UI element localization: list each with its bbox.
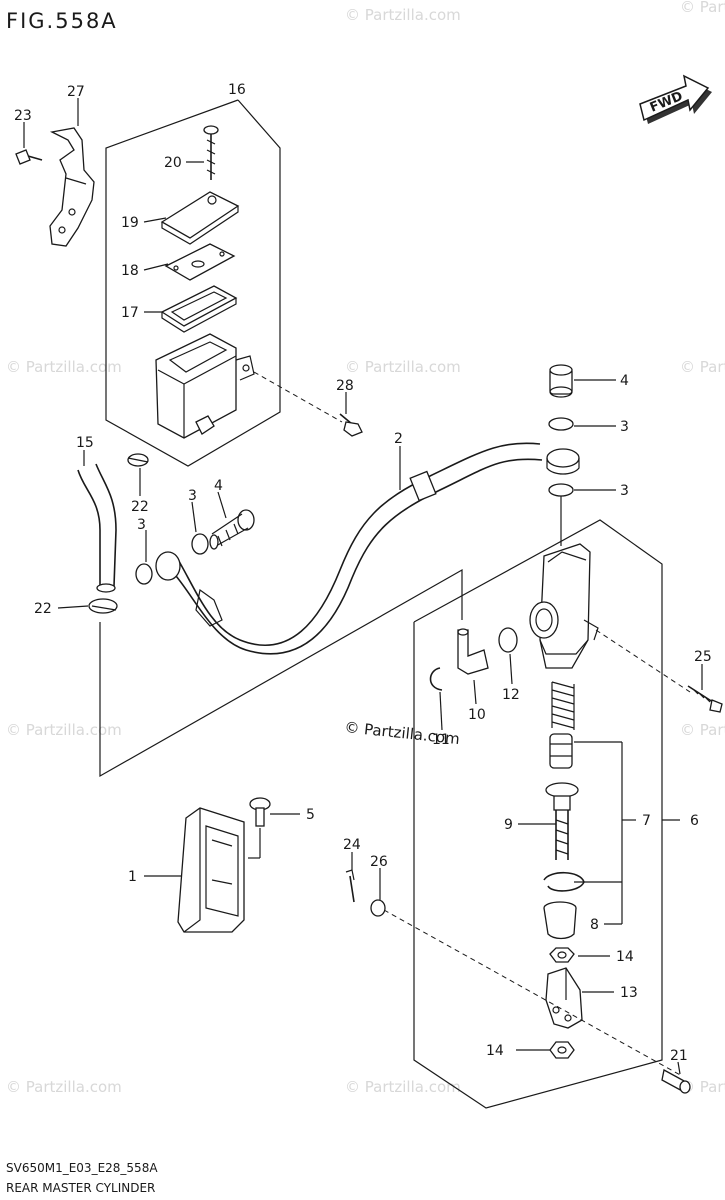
bracket-27 [49,127,95,247]
callout-3: 3 [188,488,197,504]
leader-dash [383,909,683,1077]
callout-15: 15 [76,435,94,451]
callout-9: 9 [504,817,513,833]
callout-27: 27 [67,84,85,100]
diaphragm-17 [160,285,238,333]
washer-3 [548,483,574,497]
watermark-layer: © Partzilla.com © Partzilla.com © Partzi… [6,0,725,1096]
clamp-22-lower [88,598,118,614]
nut-14 [549,1041,575,1059]
callout-10: 10 [468,707,486,723]
boot-8 [543,901,577,940]
leader-lines [23,98,703,1075]
watermark: © Partzilla.com [680,0,725,16]
callout-23: 23 [14,108,32,124]
banjo-fitting [546,448,580,475]
hose-15 [77,463,117,593]
washer-3 [191,533,209,555]
callout-11: 11 [432,732,450,748]
hose-routing-line [99,568,463,778]
nut-14 [549,947,575,963]
watermark: © Partzilla.com [680,358,725,376]
reservoir-body [155,333,255,439]
pin-21 [661,1069,691,1094]
watermark: © Partzilla.com [6,358,122,376]
bracket-6 [413,519,663,1109]
callout-26: 26 [370,854,388,870]
callout-21: 21 [670,1048,688,1064]
bolt-28 [339,413,363,437]
leader-dash [253,371,343,423]
watermark: © Partzilla.com [6,1078,122,1096]
center-copyright: © Partzilla.com [344,718,461,748]
callout-3: 3 [620,419,629,435]
cover-1 [177,807,245,933]
watermark: © Partzilla.com [345,1078,461,1096]
callout-6: 6 [690,813,699,829]
callout-19: 19 [121,215,139,231]
callout-14: 14 [616,949,634,965]
callout-8: 8 [590,917,599,933]
callout-24: 24 [343,837,361,853]
callout-4: 4 [214,478,223,494]
callout-labels: 27 16 23 20 19 18 17 28 4 3 2 15 3 3 4 2… [14,82,712,1064]
callout-4: 4 [620,373,629,389]
watermark: © Partzilla.com [345,6,461,24]
spring [551,681,575,730]
screw-5 [249,797,271,827]
cotter-pin-24 [345,869,355,903]
callout-22: 22 [131,499,149,515]
washer-26 [370,899,386,917]
callout-7: 7 [642,813,651,829]
bracket-16 [105,99,281,467]
union-bolt-4 [549,364,573,398]
clevis-13 [545,967,583,1029]
callout-5: 5 [306,807,315,823]
callout-1: 1 [128,869,137,885]
push-rod-9 [545,782,579,860]
watermark: © Partzilla.com [345,358,461,376]
clamp-22-upper [127,453,149,467]
callout-20: 20 [164,155,182,171]
figure-title: FIG.558A [6,9,118,33]
clip-11 [429,667,443,691]
callout-3: 3 [620,483,629,499]
washer-3 [548,417,574,431]
bolt-25 [687,685,723,713]
plate-18 [164,243,236,281]
fitting-10 [457,628,489,675]
model-code: SV650M1_E03_E28_558A [6,1161,158,1175]
union-bolt-4 [209,509,255,550]
leader-dash [595,629,691,693]
callout-28: 28 [336,378,354,394]
master-cylinder-body [529,543,599,669]
watermark: © Partzilla.com [680,721,725,739]
o-ring-12 [498,627,518,653]
brake-hose-2 [155,442,543,655]
callout-3: 3 [137,517,146,533]
callout-14: 14 [486,1043,504,1059]
callout-16: 16 [228,82,246,98]
callout-13: 13 [620,985,638,1001]
watermark: © Partzilla.com [6,721,122,739]
callout-18: 18 [121,263,139,279]
watermark: © Partzilla.com [680,1078,725,1096]
callout-22: 22 [34,601,52,617]
screw-20 [203,125,219,180]
reservoir-cap-19 [160,191,240,245]
callout-17: 17 [121,305,139,321]
forward-arrow-icon: FWD [639,74,712,124]
piston-cup [549,733,573,769]
callout-2: 2 [394,431,403,447]
figure-caption: REAR MASTER CYLINDER [6,1181,155,1195]
callout-12: 12 [502,687,520,703]
washer-3 [135,563,153,585]
bolt-23 [15,149,43,165]
callout-25: 25 [694,649,712,665]
